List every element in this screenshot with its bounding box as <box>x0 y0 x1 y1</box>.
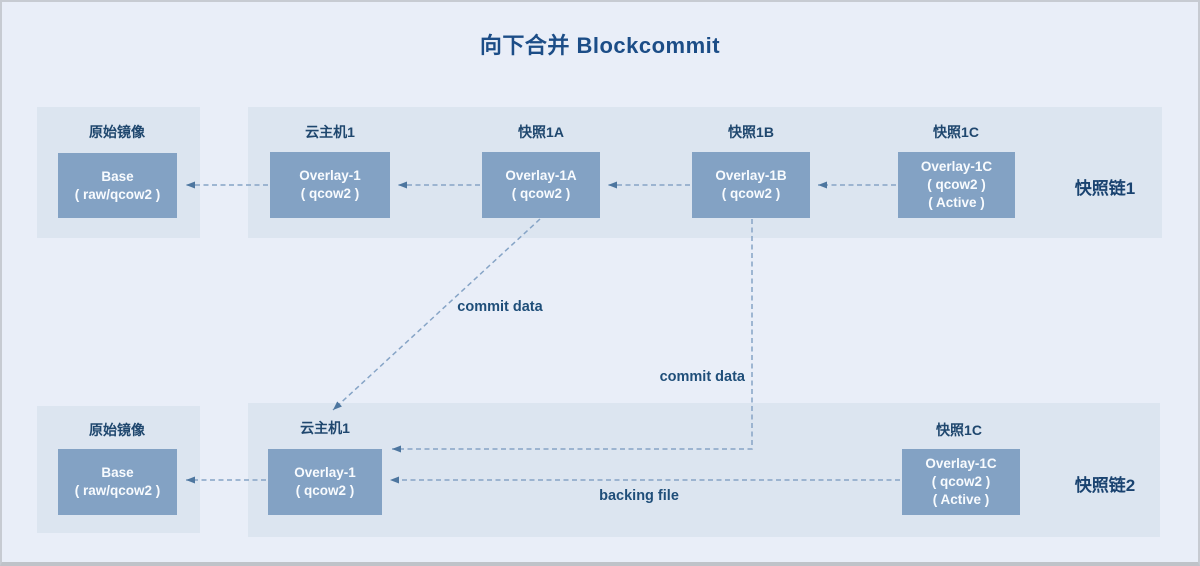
box-text-line: Base <box>101 465 134 481</box>
box-text-line: ( raw/qcow2 ) <box>74 483 161 498</box>
box-text-line: Overlay-1C <box>920 159 993 175</box>
box-text-line: ( qcow2 ) <box>295 483 355 498</box>
chain1-source-label: 原始镜像 <box>89 124 145 140</box>
chain2-overlay1c-box: Overlay-1C ( qcow2 ) ( Active ) <box>902 449 1020 515</box>
diagram-title: 向下合并 Blockcommit <box>479 33 721 58</box>
box-text-line: Base <box>101 168 134 184</box>
chain1-base-box: Base ( raw/qcow2 ) <box>58 153 177 218</box>
box-text-line: ( qcow2 ) <box>931 474 991 490</box>
box-text-line: ( qcow2 ) <box>721 186 781 201</box>
chain1-title: 快照链1 <box>1074 179 1136 198</box>
backing-file-label: backing file <box>599 488 679 504</box>
box-text-line: Overlay-1C <box>925 456 997 472</box>
box-text-line: Overlay-1 <box>294 465 356 481</box>
chain2-source-label: 原始镜像 <box>89 422 145 438</box>
chain1-snapshot1a-label: 快照1A <box>518 124 564 140</box>
commit-data-label-vertical: commit data <box>659 369 745 385</box>
box-text-line: ( raw/qcow2 ) <box>74 186 161 202</box>
chain1-host-label: 云主机1 <box>305 124 355 140</box>
box-text-line: ( Active ) <box>928 194 985 210</box>
box-text-line: Overlay-1A <box>505 168 577 184</box>
chain1-overlay1a-box: Overlay-1A ( qcow2 ) <box>482 152 600 218</box>
commit-data-label-diagonal: commit data <box>457 299 543 315</box>
chain1-snapshot1b-label: 快照1B <box>728 124 774 140</box>
box-text-line: ( Active ) <box>932 491 990 507</box>
chain2-base-box: Base ( raw/qcow2 ) <box>58 449 177 515</box>
chain1-overlay1c-box: Overlay-1C ( qcow2 ) ( Active ) <box>898 152 1015 218</box>
box-text-line: ( qcow2 ) <box>300 186 360 201</box>
box-text-line: Overlay-1 <box>299 168 361 184</box>
chain1-overlay1-box: Overlay-1 ( qcow2 ) <box>270 152 390 218</box>
chain2-title: 快照链2 <box>1074 476 1136 495</box>
chain2-snapshot1c-label: 快照1C <box>936 422 982 438</box>
box-text-line: ( qcow2 ) <box>511 186 571 201</box>
chain1-snapshot1c-label: 快照1C <box>933 124 979 140</box>
box-text-line: Overlay-1B <box>715 168 787 184</box>
box-text-line: ( qcow2 ) <box>927 177 986 193</box>
chain2-overlay1-box: Overlay-1 ( qcow2 ) <box>268 449 382 515</box>
chain1-overlay1b-box: Overlay-1B ( qcow2 ) <box>692 152 810 218</box>
chain2-host-label: 云主机1 <box>300 420 350 436</box>
